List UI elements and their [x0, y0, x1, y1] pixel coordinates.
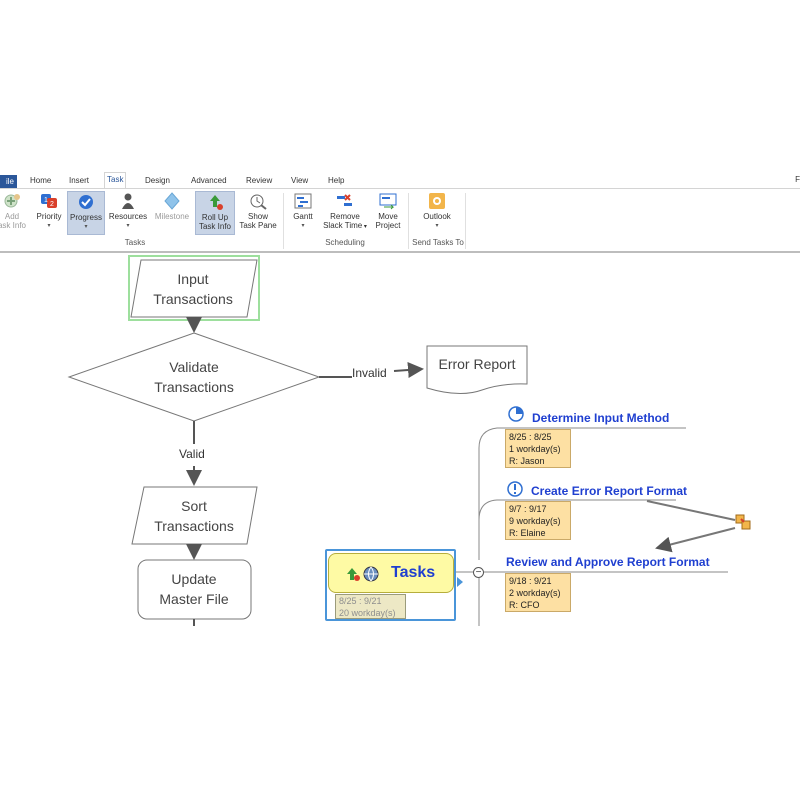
resources-button[interactable]: Resources ▾ [108, 191, 148, 235]
resources-label: Resources [108, 212, 148, 221]
add-task-info-icon [3, 192, 21, 210]
tab-advanced[interactable]: Advanced [191, 176, 227, 185]
milestone-button[interactable]: Milestone [152, 191, 192, 235]
outlook-dropdown-icon[interactable]: ▾ [435, 223, 439, 229]
topic-determine-input-method[interactable]: Determine Input Method [532, 411, 670, 425]
remove-slack-time-button[interactable]: Remove Slack Time ▾ [322, 191, 368, 235]
milestone-label: Milestone [154, 212, 190, 221]
svg-text:2: 2 [50, 201, 54, 208]
ribbon-edge-text: F [795, 175, 800, 184]
error-report-shape[interactable] [426, 345, 528, 394]
tab-file[interactable]: ile [0, 175, 17, 188]
relationship-line-2[interactable] [655, 527, 736, 553]
tab-review[interactable]: Review [246, 176, 273, 185]
error-report-label: Error Report [438, 356, 516, 372]
expand-arrow-icon[interactable] [457, 577, 463, 587]
move-project-icon [379, 192, 397, 210]
roll-up-label-2: Task Info [198, 222, 231, 231]
task-info-create-error-report-format: 9/7 : 9/17 9 workday(s) R: Elaine [505, 501, 571, 540]
show-task-pane-label-2: Task Pane [239, 221, 277, 230]
add-task-info-label-1: Add [4, 212, 20, 221]
topic-create-error-report-format[interactable]: Create Error Report Format [531, 484, 688, 498]
invalid-edge-label: Invalid [352, 366, 387, 380]
show-task-pane-button[interactable]: Show Task Pane [237, 191, 279, 235]
main-topic-title: Tasks [391, 564, 436, 581]
tab-help[interactable]: Help [328, 176, 345, 185]
task-info-determine-input-method: 8/25 : 8/25 1 workday(s) R: Jason [505, 429, 571, 468]
branch-error-report-format [478, 499, 676, 521]
valid-edge-label: Valid [179, 447, 205, 461]
tab-insert[interactable]: Insert [69, 176, 90, 185]
roll-up-label-1: Roll Up [201, 213, 229, 222]
main-topic-task-info: 8/25 : 9/21 20 workday(s) [335, 594, 406, 619]
group-separator [283, 193, 284, 249]
connector-invalid-arrow[interactable] [393, 362, 424, 378]
tab-home[interactable]: Home [30, 176, 52, 185]
progress-pie-icon [508, 406, 524, 422]
ribbon-tab-row: ile Home Insert Task Design Advanced Rev… [0, 170, 800, 190]
roll-up-task-info-button[interactable]: Roll Up Task Info [195, 191, 235, 235]
outlook-label: Outlook [423, 212, 451, 221]
show-task-pane-label-1: Show [247, 212, 268, 221]
progress-dropdown-icon[interactable]: ▾ [84, 224, 88, 230]
globe-icon [363, 566, 379, 587]
remove-slack-label-1: Remove [330, 212, 360, 221]
main-topic-duration: 20 workday(s) [339, 608, 396, 618]
main-topic-tasks[interactable]: Tasks [328, 553, 454, 593]
gantt-dropdown-icon[interactable]: ▾ [301, 223, 305, 229]
outlook-button[interactable]: Outlook ▾ [417, 191, 457, 235]
relationship-line-1[interactable] [646, 500, 736, 521]
progress-label: Progress [69, 213, 102, 222]
branch-determine-input [478, 427, 686, 560]
remove-slack-label-2: Slack Time ▾ [323, 221, 367, 230]
task-info-icon [345, 566, 361, 587]
topic-review-and-approve-report-format[interactable]: Review and Approve Report Format [506, 555, 710, 569]
add-task-info-button[interactable]: Add ask Info [0, 191, 30, 235]
gantt-label: Gantt [293, 212, 313, 221]
group-label-send-tasks-to: Send Tasks To [412, 238, 464, 247]
progress-icon [77, 193, 95, 211]
milestone-icon [163, 192, 181, 210]
collapse-toggle-icon[interactable]: − [473, 567, 484, 578]
group-label-scheduling: Scheduling [325, 238, 365, 247]
input-transactions-shape[interactable] [130, 259, 258, 318]
relationship-handle-icon[interactable] [735, 514, 751, 530]
main-topic-dates: 8/25 : 9/21 [339, 596, 382, 606]
task-info-review-and-approve: 9/18 : 9/21 2 workday(s) R: CFO [505, 573, 571, 612]
roll-up-icon [206, 193, 224, 211]
priority-dropdown-icon[interactable]: ▾ [47, 223, 51, 229]
group-label-tasks: Tasks [124, 238, 146, 247]
gantt-button[interactable]: Gantt ▾ [288, 191, 318, 235]
move-project-label-2: Project [375, 221, 401, 230]
move-project-label-1: Move [378, 212, 398, 221]
tab-design[interactable]: Design [145, 176, 170, 185]
gantt-chart-icon [294, 192, 312, 210]
group-separator [465, 193, 466, 249]
remove-slack-icon [336, 192, 354, 210]
sort-transactions-shape[interactable] [131, 486, 258, 545]
ribbon: ile Home Insert Task Design Advanced Rev… [0, 170, 800, 253]
resources-icon [119, 192, 137, 210]
progress-button[interactable]: Progress ▾ [67, 191, 105, 235]
outlook-icon [428, 192, 446, 210]
add-task-info-label-2: ask Info [0, 221, 26, 230]
move-project-button[interactable]: Move Project [371, 191, 405, 235]
svg-text:1: 1 [44, 197, 48, 204]
task-pane-icon [249, 192, 267, 210]
tab-view[interactable]: View [291, 176, 309, 185]
info-circle-icon [507, 481, 523, 497]
resources-dropdown-icon[interactable]: ▾ [126, 223, 130, 229]
group-separator [408, 193, 409, 249]
priority-label: Priority [36, 212, 62, 221]
ribbon-bottom-border [0, 251, 800, 253]
